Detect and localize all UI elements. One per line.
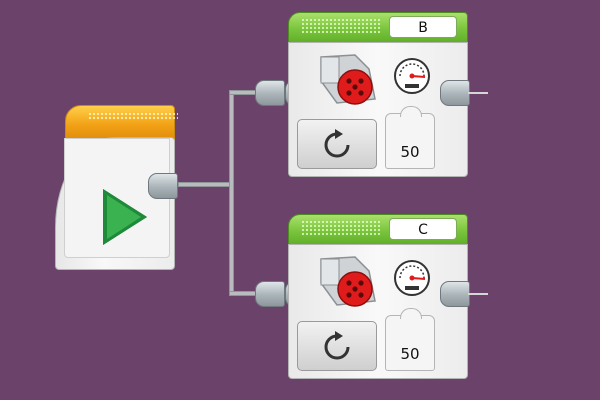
motor-block-c[interactable]: C (288, 214, 468, 379)
mode-selector-button[interactable] (297, 321, 377, 371)
motor-block-header: B (288, 12, 468, 44)
speed-gauge-icon (394, 260, 430, 296)
motor-block-header: C (288, 214, 468, 246)
medium-motor-icon (320, 54, 376, 105)
start-block-body (55, 137, 175, 270)
power-input-tab[interactable] (385, 308, 435, 371)
power-input-value[interactable]: 50 (400, 143, 420, 161)
start-block[interactable] (55, 105, 178, 270)
motor-block-body: 50 (288, 42, 468, 177)
motor-c-output-stub (468, 293, 488, 295)
motor-b-output-stub (468, 92, 488, 94)
sequence-wire-main (178, 182, 232, 187)
rotate-icon (324, 129, 350, 158)
motor-c-output-port[interactable] (440, 281, 470, 307)
mode-selector-button[interactable] (297, 119, 377, 169)
medium-motor-icon (320, 256, 376, 307)
port-selector[interactable]: C (389, 218, 457, 240)
power-input-tab[interactable] (385, 106, 435, 169)
play-icon (103, 189, 147, 245)
motor-block-b[interactable]: B (288, 12, 468, 177)
start-block-grip (88, 112, 178, 120)
motor-b-output-port[interactable] (440, 80, 470, 106)
start-output-port[interactable] (148, 173, 178, 199)
speed-gauge-icon (394, 58, 430, 94)
sequence-wire-vertical (229, 92, 234, 295)
power-input-value[interactable]: 50 (400, 345, 420, 363)
motor-block-body: 50 (288, 244, 468, 379)
motor-b-input-port-outer[interactable] (255, 80, 285, 106)
motor-block-grip (301, 18, 381, 34)
rotate-icon (324, 331, 350, 360)
start-block-cap (65, 105, 178, 141)
motor-block-grip (301, 220, 381, 236)
motor-c-input-port-outer[interactable] (255, 281, 285, 307)
port-selector[interactable]: B (389, 16, 457, 38)
